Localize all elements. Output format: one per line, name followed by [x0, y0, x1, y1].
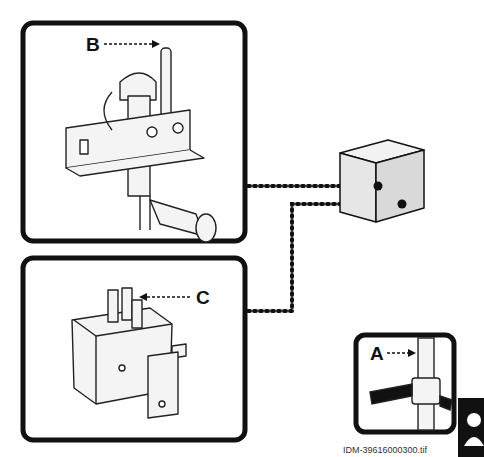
control-box: [340, 140, 424, 222]
detail-panel: [23, 258, 245, 440]
pilot-assembly: [66, 48, 216, 242]
file-reference: IDM-39616000300.tif: [343, 446, 427, 455]
detail-panel: [23, 23, 245, 241]
detail-panel: [356, 335, 454, 432]
terminal: [374, 182, 383, 191]
callout-letter: A: [370, 344, 384, 363]
arrowhead: [139, 40, 416, 357]
gas-cock: [370, 338, 452, 430]
microswitch: [72, 288, 186, 418]
leader-line: [104, 44, 410, 353]
callout-letter: C: [196, 288, 210, 307]
callout-letter: B: [86, 35, 100, 54]
warning-icon: [458, 398, 484, 457]
terminal: [398, 200, 407, 209]
